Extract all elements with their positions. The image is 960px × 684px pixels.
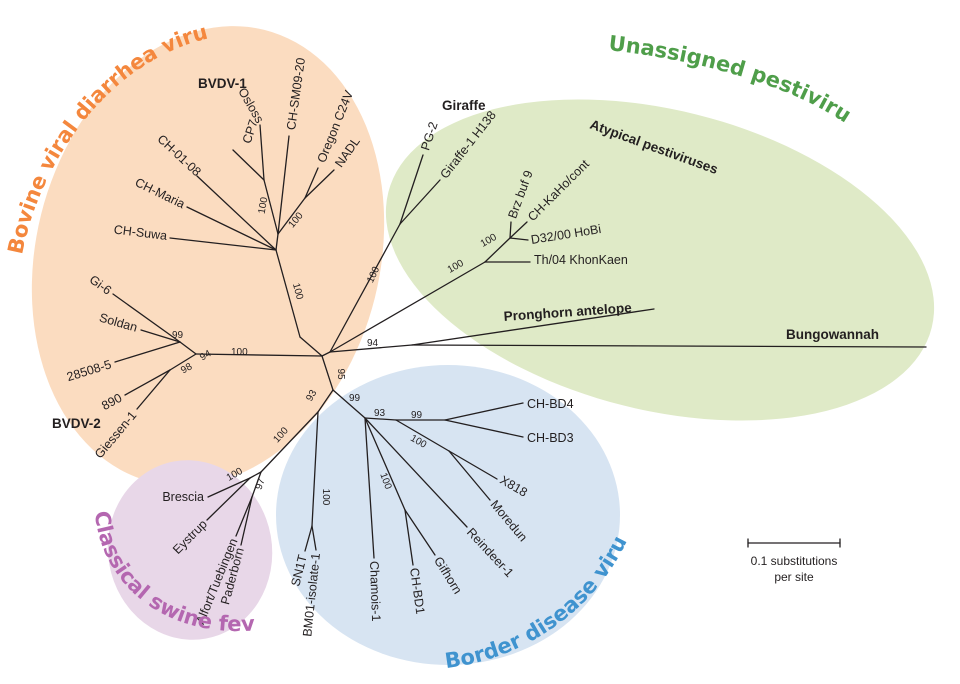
branch	[169, 353, 197, 371]
branch	[317, 389, 334, 413]
bvdv-group-region	[31, 26, 385, 486]
scale-bar-label: per site	[774, 570, 814, 584]
bootstrap-value: 100	[290, 282, 305, 301]
subgroup-label-giraffe: Giraffe	[442, 98, 486, 113]
leaf-label: CH-BD3	[527, 431, 574, 445]
branch	[186, 206, 277, 251]
leaf-label: Chamois-1	[367, 561, 383, 622]
branch	[136, 369, 171, 410]
branch	[304, 169, 335, 199]
scale-bar: 0.1 substitutions per site	[747, 538, 841, 584]
branch	[195, 353, 323, 357]
branch	[404, 509, 436, 556]
branch	[124, 369, 171, 396]
branch	[364, 417, 406, 511]
branch	[249, 471, 262, 479]
branch	[399, 179, 441, 225]
branch	[304, 525, 313, 552]
branch	[277, 135, 290, 235]
branch	[263, 179, 279, 235]
bootstrap-value: 100	[257, 196, 271, 215]
branch	[275, 233, 279, 251]
bootstrap-value: 99	[172, 330, 184, 341]
subgroup-label-bungowannah: Bungowannah	[786, 327, 879, 342]
branch	[260, 411, 319, 473]
branch	[321, 351, 331, 357]
branch	[329, 344, 413, 353]
subgroup-label-bvdv2: BVDV-2	[52, 416, 101, 431]
branch	[321, 355, 334, 391]
branch	[332, 389, 366, 419]
branch	[169, 237, 277, 251]
branch	[311, 525, 317, 551]
bootstrap-value: 95	[335, 368, 346, 380]
branch	[509, 221, 512, 239]
branch	[206, 477, 251, 521]
branch	[311, 411, 319, 527]
branch	[509, 237, 529, 241]
bootstrap-value: 98	[179, 361, 195, 376]
branch	[399, 154, 424, 225]
bootstrap-value: 99	[411, 410, 423, 421]
branch	[112, 293, 181, 343]
branch	[329, 261, 486, 353]
leaf-label: CH-BD1	[407, 567, 427, 615]
tree-branches	[112, 124, 927, 566]
bootstrap-value: 94	[367, 338, 379, 349]
branch	[251, 471, 262, 498]
scale-bar-label: 0.1 substitutions	[751, 554, 838, 568]
unassigned-group-region	[385, 99, 935, 421]
leaf-label: Brescia	[162, 490, 204, 504]
branch	[364, 417, 375, 559]
branch	[235, 496, 253, 537]
bootstrap-value: 97	[254, 477, 268, 492]
branch	[196, 175, 277, 251]
leaf-label: CH-BD4	[527, 397, 574, 411]
csf-group-region	[107, 460, 273, 640]
branch	[275, 249, 301, 338]
branch	[232, 149, 265, 181]
bootstrap-value: 93	[304, 388, 319, 404]
branch	[411, 308, 655, 346]
branch	[444, 402, 524, 421]
bootstrap-value: 100	[320, 489, 331, 506]
bootstrap-value: 100	[231, 347, 248, 358]
branch	[207, 477, 251, 498]
bootstrap-value: 99	[349, 393, 361, 404]
branch	[395, 419, 450, 452]
leaf-label: Th/04 KhonKaen	[534, 253, 628, 267]
leaf-label: CH-Suwa	[113, 223, 168, 243]
branch	[140, 329, 181, 343]
branch	[404, 509, 414, 566]
branch	[411, 344, 927, 348]
branch	[299, 336, 323, 357]
branch	[448, 450, 498, 480]
branch	[114, 341, 181, 363]
branch	[364, 417, 468, 528]
branch	[484, 237, 511, 263]
branch	[304, 167, 319, 199]
border-group-region	[276, 365, 620, 665]
bootstrap-value: 94	[198, 348, 214, 363]
branch	[444, 419, 524, 438]
branch	[364, 417, 397, 421]
branch	[240, 496, 253, 546]
subgroup-label-bvdv1: BVDV-1	[198, 76, 247, 91]
branch	[259, 124, 265, 181]
branch	[329, 223, 401, 353]
branch	[509, 221, 528, 239]
bootstrap-value: 93	[374, 408, 386, 419]
branch	[277, 197, 306, 235]
branch	[179, 341, 197, 355]
branch	[448, 450, 491, 501]
